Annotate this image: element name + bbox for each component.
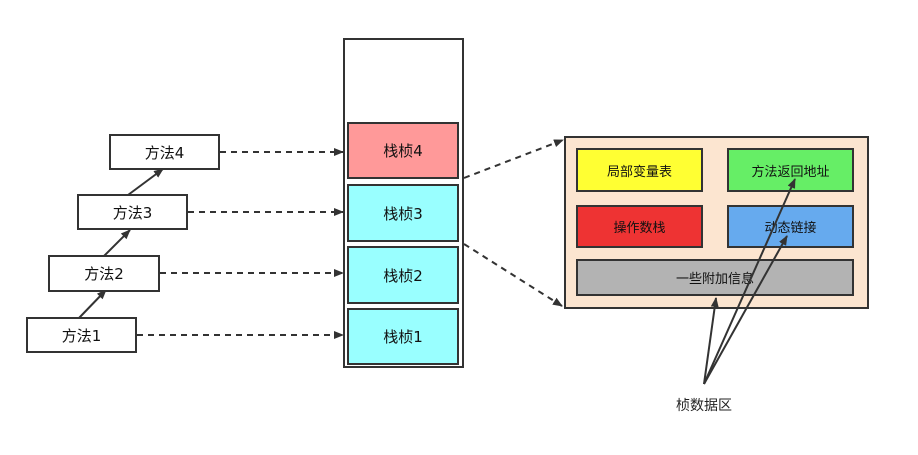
- stack-frame-label-3: 栈桢3: [383, 204, 423, 223]
- annotation-arrow-return-address: [703, 178, 796, 385]
- annotation-arrow-extra-info: [703, 297, 719, 385]
- method-label-3: 方法3: [112, 203, 153, 222]
- stack-frame-label-1: 栈桢1: [383, 328, 423, 346]
- method-box-3: 方法3: [77, 194, 188, 230]
- method-label-2: 方法2: [84, 265, 124, 283]
- call-arrow-3-4: [127, 168, 164, 196]
- method-label-1: 方法1: [61, 326, 102, 345]
- frame-data-area-caption: 桢数据区: [676, 398, 732, 414]
- local-variables-table: 局部变量表: [576, 148, 703, 192]
- stack-frame-2: 栈桢2: [347, 246, 459, 304]
- operand-stack-label: 操作数栈: [613, 221, 666, 236]
- expand-arrow-top: [463, 139, 564, 179]
- return-address-label: 方法返回地址: [751, 164, 830, 180]
- local-variables-label: 局部变量表: [606, 164, 672, 180]
- expand-arrow-bottom: [463, 243, 563, 307]
- stack-frame-label-2: 栈桢2: [383, 266, 423, 285]
- stack-frame-label-4: 栈桢4: [383, 142, 423, 160]
- operand-stack: 操作数栈: [576, 205, 703, 248]
- call-arrow-2-3: [103, 229, 131, 257]
- method-box-1: 方法1: [26, 317, 137, 353]
- extra-info-label: 一些附加信息: [675, 272, 754, 287]
- stack-frame-1: 栈桢1: [347, 308, 459, 365]
- dynamic-linking-label: 动态链接: [764, 221, 817, 236]
- call-arrow-1-2: [78, 289, 107, 319]
- method-box-4: 方法4: [109, 134, 220, 170]
- method-label-4: 方法4: [144, 143, 185, 162]
- stack-frame-4: 栈桢4: [347, 122, 459, 179]
- stack-frame-3: 栈桢3: [347, 184, 459, 242]
- annotation-arrow-dynamic-linking: [703, 235, 788, 385]
- extra-info: 一些附加信息: [576, 259, 854, 296]
- dynamic-linking: 动态链接: [727, 205, 854, 248]
- method-box-2: 方法2: [48, 255, 160, 292]
